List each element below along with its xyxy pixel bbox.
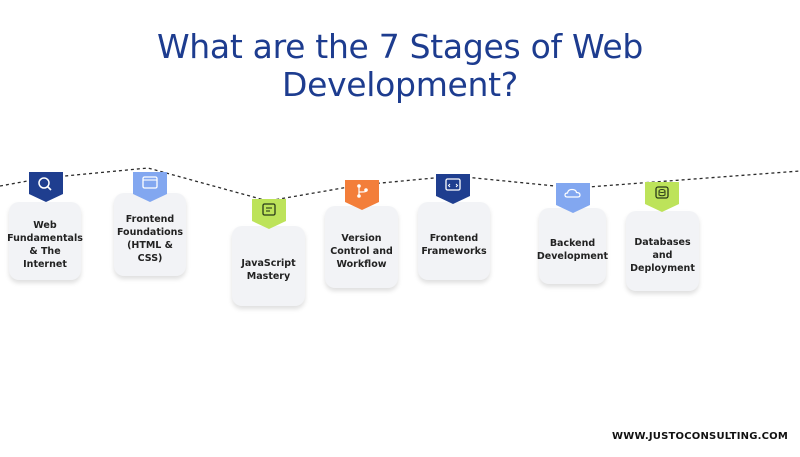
stage-card-4: Version Control and Workflow: [325, 206, 398, 288]
stage-badge-4: [345, 180, 379, 210]
browser-window-icon: [436, 174, 470, 204]
stage-badge-5: [436, 174, 470, 204]
stage-label-4: Version Control and Workflow: [330, 232, 393, 270]
title-line-1: What are the 7 Stages of Web: [156, 27, 644, 66]
website-url: WWW.JUSTOCONSULTING.COM: [612, 431, 788, 442]
js-icon: [252, 199, 286, 229]
stage-card-3: JavaScript Mastery: [232, 226, 305, 306]
stage-badge-3: [252, 199, 286, 229]
page-title: What are the 7 Stages of Web Development…: [0, 28, 800, 104]
code-window-icon: [133, 172, 167, 202]
stage-badge-1: [29, 172, 63, 202]
stage-card-7: Databases and Deployment: [626, 211, 699, 291]
stage-label-3: JavaScript Mastery: [241, 258, 296, 282]
database-icon: [645, 182, 679, 212]
stage-card-6: Backend Development: [536, 208, 609, 284]
branch-icon: [345, 180, 379, 210]
stage-card-1: Web Fundamentals & The Internet: [7, 202, 83, 280]
stage-label-5: Frontend Frameworks: [421, 233, 487, 257]
stage-label-1: Web Fundamentals & The Internet: [7, 220, 83, 270]
stage-label-7: Databases and Deployment: [630, 236, 695, 274]
stage-badge-7: [645, 182, 679, 212]
search-globe-icon: [29, 172, 63, 202]
stage-card-5: Frontend Frameworks: [418, 202, 490, 280]
stage-badge-6: [556, 183, 590, 213]
stage-badge-2: [133, 172, 167, 202]
title-line-2: Development?: [281, 65, 519, 104]
stage-label-2: Frontend Foundations (HTML & CSS): [116, 213, 184, 264]
cloud-server-icon: [556, 183, 590, 213]
stage-label-6: Backend Development: [536, 238, 609, 262]
stage-card-2: Frontend Foundations (HTML & CSS): [114, 193, 186, 276]
